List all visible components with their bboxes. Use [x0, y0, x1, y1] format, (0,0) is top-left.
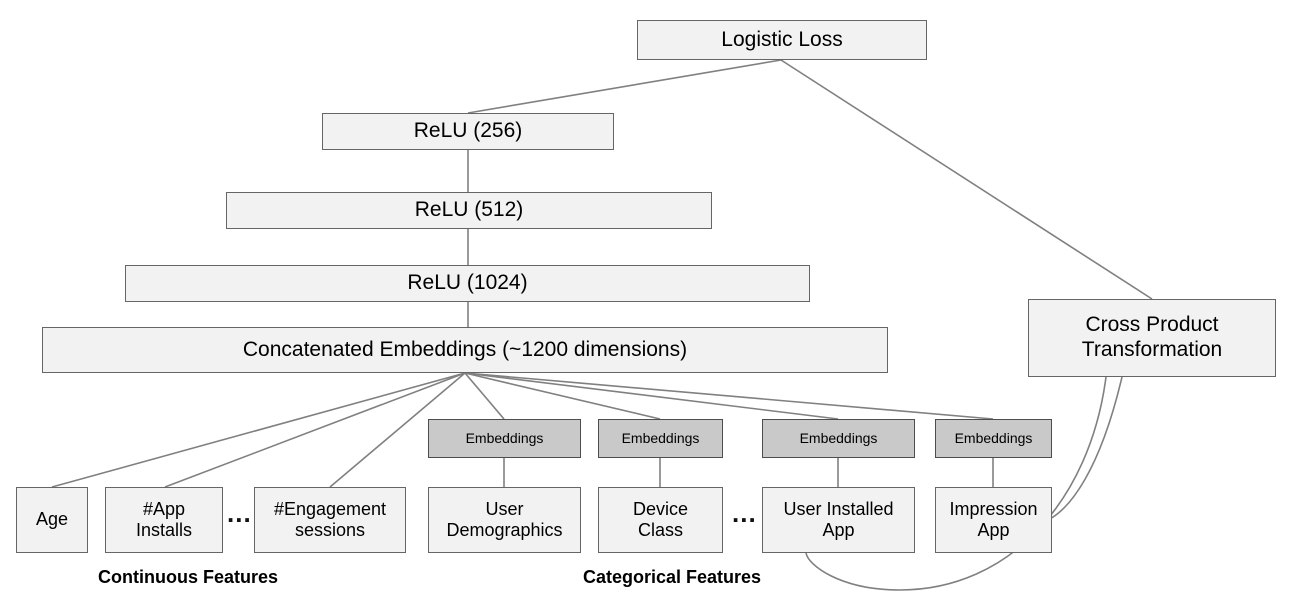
node-feature-app-installs-line-1: #App	[142, 498, 186, 519]
node-feature-user-demographics-line-1: User	[485, 498, 524, 519]
node-embeddings-3[interactable]: Embeddings	[762, 419, 915, 458]
node-embeddings-2-label: Embeddings	[621, 430, 700, 447]
node-embeddings-4-label: Embeddings	[954, 430, 1033, 447]
node-feature-app-installs-line-2: Installs	[135, 520, 193, 540]
node-feature-engagement-sessions-line-2: sessions	[294, 520, 366, 540]
node-cross-product-line-1: Cross Product	[1085, 313, 1219, 337]
edge-concat-to-embeddings-1	[464, 372, 505, 420]
node-feature-app-installs[interactable]: #App Installs	[105, 487, 223, 553]
node-feature-user-installed-app-line-2: App	[822, 520, 855, 540]
node-relu-1024-label: ReLU (1024)	[407, 271, 528, 295]
node-embeddings-3-label: Embeddings	[799, 430, 878, 447]
node-feature-impression-app-line-2: App	[977, 520, 1010, 540]
node-feature-device-class-line-2: Class	[637, 520, 683, 540]
edge-concat-to-embeddings-2	[464, 372, 661, 420]
edge-concat-to-embeddings-4	[464, 372, 994, 420]
edge-concat-to-app-installs	[164, 372, 466, 488]
edge-crossproduct-to-user-installed-app	[805, 376, 1107, 591]
edge-crossproduct-to-impression-app	[1045, 376, 1123, 522]
edge-loss-to-crossproduct	[780, 59, 1153, 300]
node-feature-impression-app[interactable]: Impression App	[935, 487, 1052, 553]
node-feature-engagement-sessions-line-1: #Engagement	[273, 498, 387, 519]
edge-concat-to-age	[51, 372, 466, 488]
node-feature-device-class[interactable]: Device Class	[598, 487, 723, 553]
node-embeddings-1[interactable]: Embeddings	[428, 419, 581, 458]
node-embeddings-4[interactable]: Embeddings	[935, 419, 1052, 458]
node-embeddings-2[interactable]: Embeddings	[598, 419, 723, 458]
node-feature-age-label: Age	[35, 509, 69, 530]
node-feature-user-demographics-line-2: Demographics	[446, 520, 563, 540]
ellipsis-continuous-features-text: ...	[227, 498, 252, 528]
node-feature-device-class-line-1: Device	[632, 498, 689, 519]
node-relu-256-label: ReLU (256)	[413, 119, 523, 143]
node-cross-product-transformation[interactable]: Cross Product Transformation	[1028, 299, 1276, 377]
ellipsis-categorical-features-text: ...	[732, 498, 757, 528]
node-feature-user-demographics[interactable]: User Demographics	[428, 487, 581, 553]
node-concatenated-embeddings-label: Concatenated Embeddings (~1200 dimension…	[242, 337, 688, 361]
node-logistic-loss[interactable]: Logistic Loss	[637, 20, 927, 60]
group-label-categorical-features: Categorical Features	[583, 567, 761, 588]
group-label-continuous-features: Continuous Features	[98, 567, 278, 588]
node-relu-512-label: ReLU (512)	[414, 198, 524, 222]
node-relu-512[interactable]: ReLU (512)	[226, 192, 712, 229]
node-embeddings-1-label: Embeddings	[465, 430, 544, 447]
node-feature-impression-app-line-1: Impression	[949, 498, 1038, 519]
node-feature-user-installed-app[interactable]: User Installed App	[762, 487, 915, 553]
edge-loss-to-relu256	[467, 59, 782, 114]
node-logistic-loss-label: Logistic Loss	[721, 27, 843, 51]
node-feature-age[interactable]: Age	[16, 487, 88, 553]
edge-concat-to-embeddings-3	[464, 372, 839, 420]
ellipsis-continuous-features: ...	[227, 500, 252, 526]
node-relu-1024[interactable]: ReLU (1024)	[125, 265, 810, 302]
node-concatenated-embeddings[interactable]: Concatenated Embeddings (~1200 dimension…	[42, 327, 888, 373]
node-feature-engagement-sessions[interactable]: #Engagement sessions	[254, 487, 406, 553]
group-label-categorical-features-text: Categorical Features	[583, 567, 762, 587]
ellipsis-categorical-features: ...	[732, 500, 757, 526]
node-cross-product-line-2: Transformation	[1081, 338, 1223, 361]
node-relu-256[interactable]: ReLU (256)	[322, 113, 614, 150]
group-label-continuous-features-text: Continuous Features	[98, 567, 279, 587]
node-feature-user-installed-app-line-1: User Installed	[783, 498, 894, 519]
